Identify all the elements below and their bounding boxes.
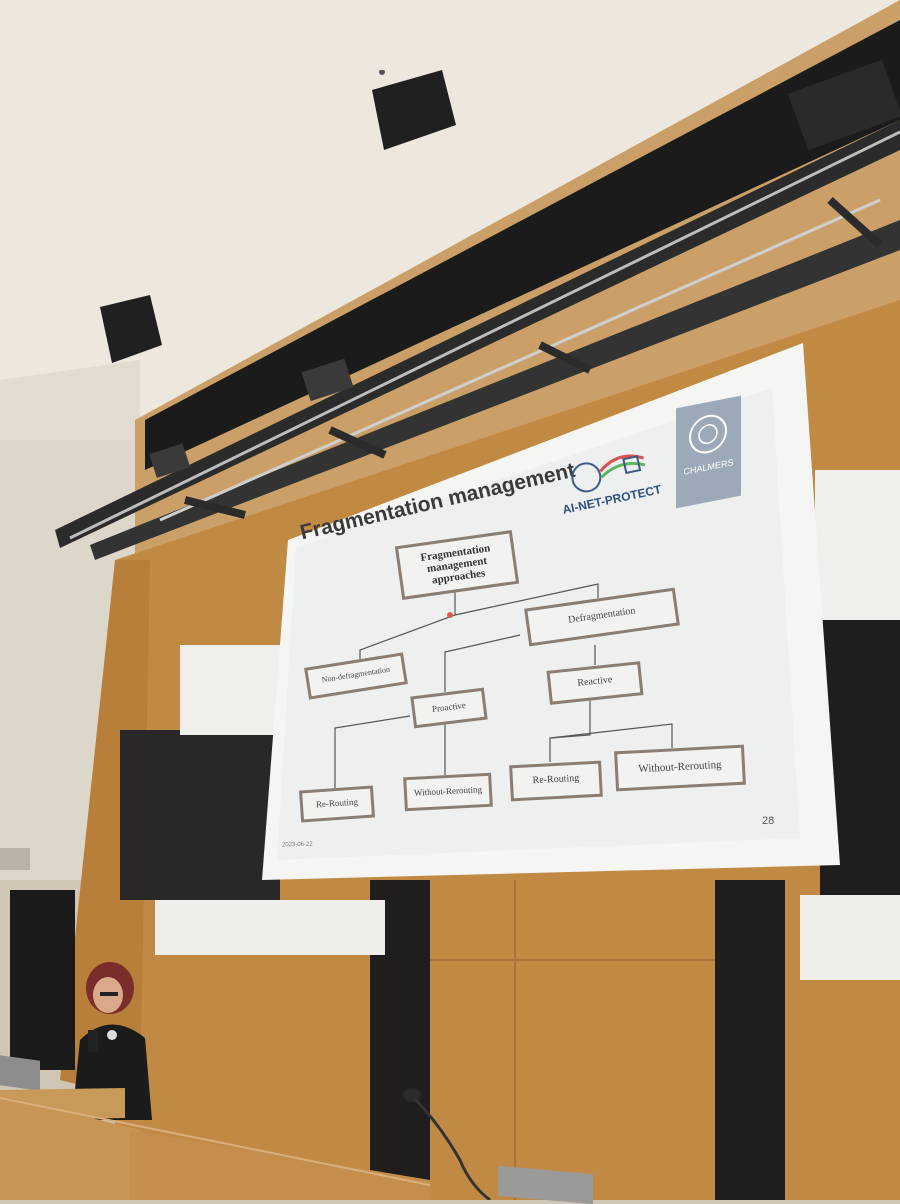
doorway bbox=[10, 890, 75, 1070]
presenter bbox=[60, 960, 160, 1120]
diagram-connectors bbox=[334, 583, 673, 790]
lighting-truss bbox=[0, 0, 900, 600]
chalmers-seal: CHALMERS bbox=[676, 395, 741, 509]
slide-page-number: 28 bbox=[762, 815, 775, 827]
ai-net-protect-logo: AI-NET-PROTECT bbox=[552, 438, 664, 527]
node-reactive-without-rerouting: Without-Rerouting bbox=[614, 744, 746, 792]
wall-outlet bbox=[0, 848, 30, 870]
slide-date: 2023-06-22 bbox=[281, 841, 313, 849]
node-proactive-without-rerouting: Without-Rerouting bbox=[403, 772, 493, 812]
node-proactive-rerouting: Re-Routing bbox=[298, 785, 376, 823]
laptop bbox=[0, 1055, 40, 1091]
microphone bbox=[400, 1085, 510, 1200]
wall-speaker bbox=[100, 295, 162, 363]
node-reactive-rerouting: Re-Routing bbox=[509, 760, 603, 802]
ceiling-speaker bbox=[372, 70, 456, 150]
ceiling bbox=[0, 0, 900, 460]
